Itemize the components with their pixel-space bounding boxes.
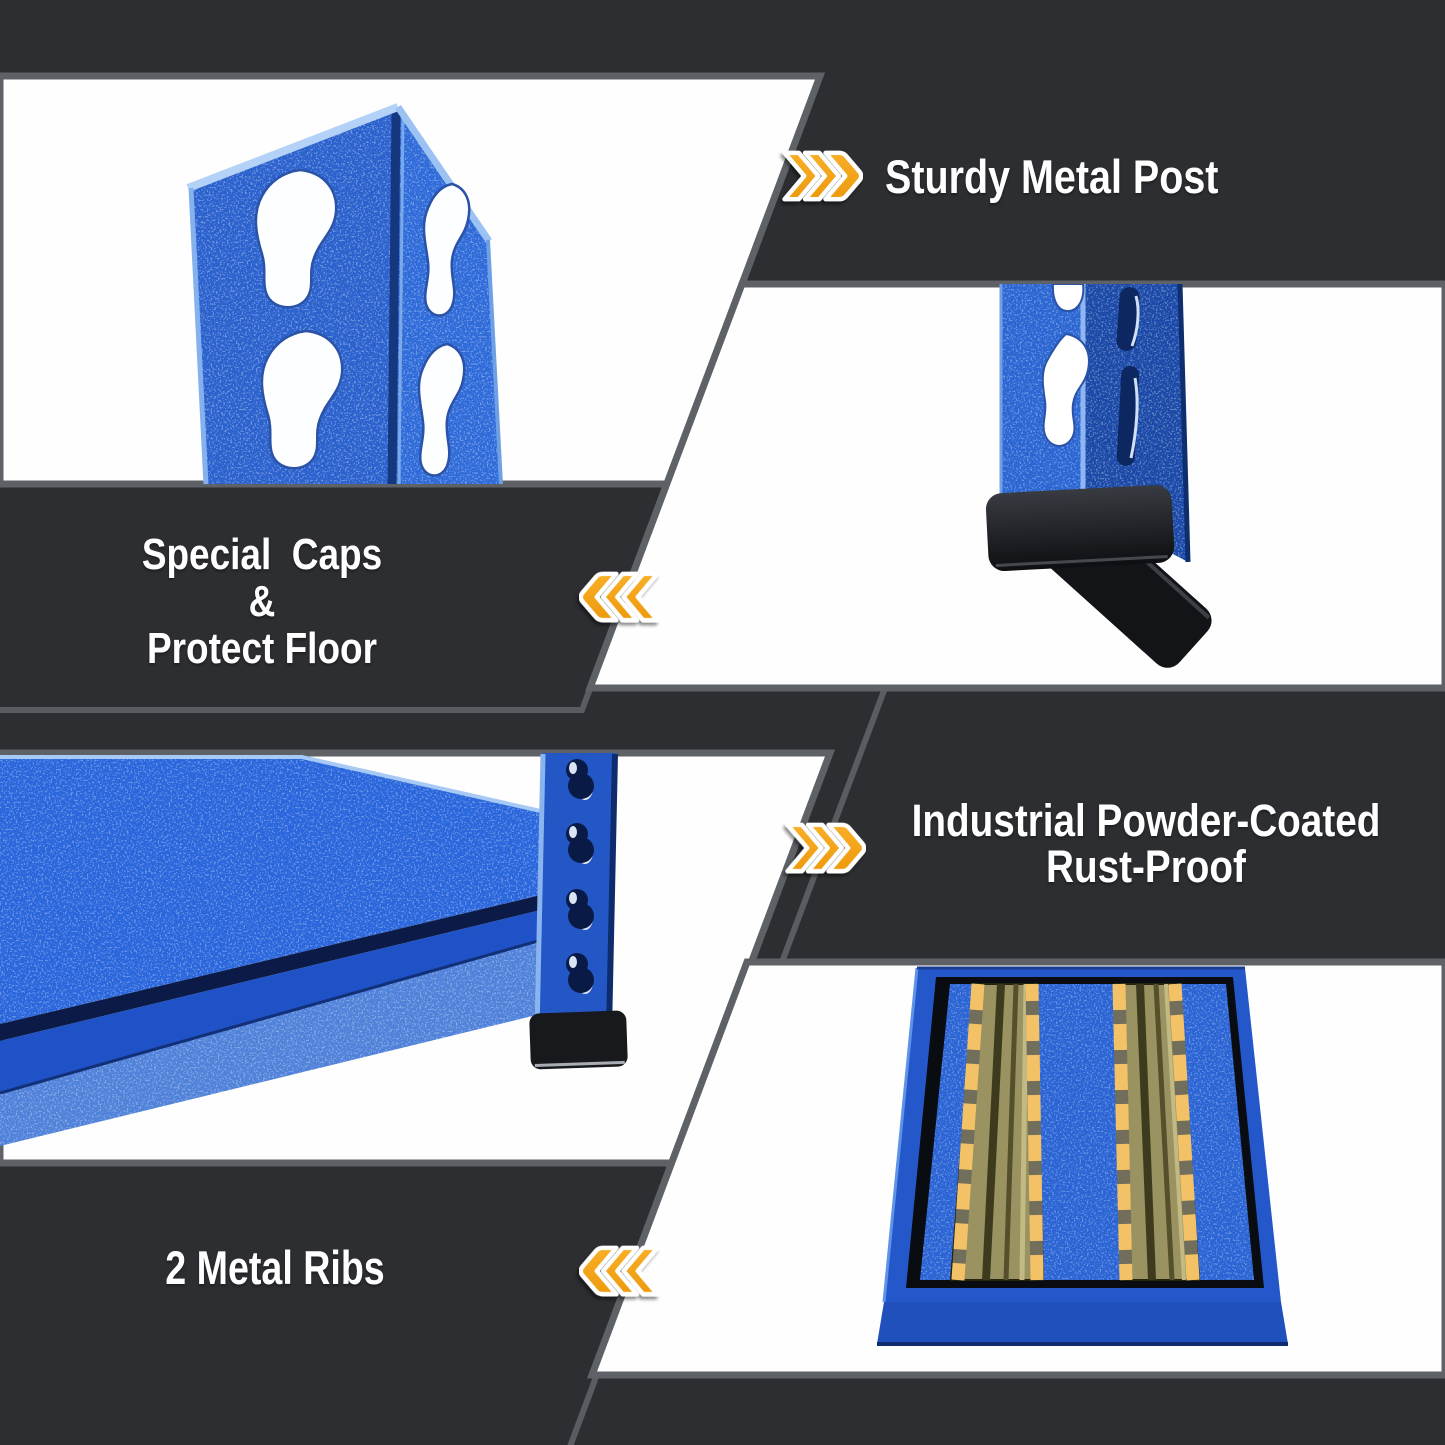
band-metal-ribs — [0, 1160, 681, 1445]
caption-line: & — [248, 577, 276, 626]
caption-powder-coated: Industrial Powder-Coated Rust-Proof — [910, 798, 1381, 890]
shelf-underside-photo — [877, 966, 1288, 1346]
caption-sturdy-metal-post: Sturdy Metal Post — [885, 150, 1219, 203]
post-slot-holes — [566, 759, 594, 994]
caption-line: Protect Floor — [146, 624, 377, 673]
floor-cap — [529, 1010, 628, 1070]
post-foot-photo — [985, 284, 1212, 668]
shelf-corner-photo — [0, 753, 628, 1146]
caption-line: Industrial Powder-Coated — [911, 795, 1381, 846]
caption-special-caps: Special Caps & Protect Floor — [69, 531, 455, 672]
corner-post-photo — [186, 103, 503, 484]
teardrop-slots — [254, 168, 471, 477]
caption-2-metal-ribs: 2 Metal Ribs — [165, 1241, 385, 1294]
metal-rib — [1112, 983, 1201, 1281]
floor-cap-front — [985, 485, 1175, 571]
metal-rib — [949, 983, 1045, 1281]
caption-line: Special Caps — [141, 530, 383, 579]
caption-line: Rust-Proof — [1046, 841, 1246, 892]
